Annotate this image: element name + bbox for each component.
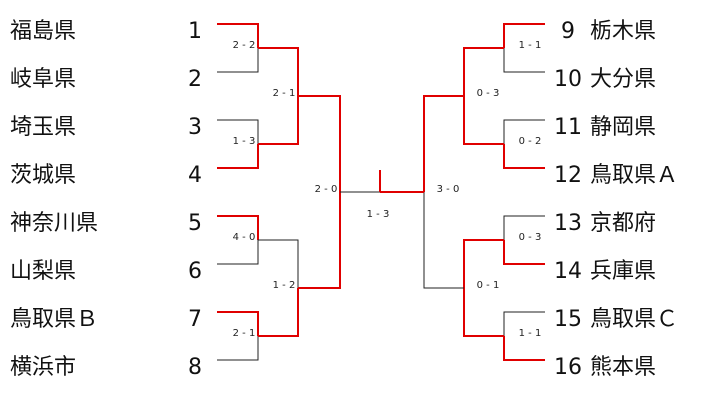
- left-r2b-bottom-line: [258, 288, 299, 337]
- left-r2b-score: 1 - 2: [273, 280, 296, 291]
- right-seed-9: 9: [561, 19, 575, 44]
- left-r1b-winner-line: [217, 144, 259, 169]
- left-semi-top-line: [298, 95, 341, 192]
- right-r1c-score: 0 - 3: [519, 232, 542, 243]
- right-r1c-winner-line: [503, 240, 545, 265]
- right-team-name-10: 大分県: [590, 67, 656, 92]
- right-semi-bottom-line: [423, 192, 464, 289]
- right-seed-11: 11: [554, 115, 582, 140]
- left-team-name-5: 神奈川県: [10, 211, 98, 236]
- right-r1a-score: 1 - 1: [519, 40, 542, 51]
- right-team-name-14: 兵庫県: [590, 259, 656, 284]
- right-semi-top-line: [423, 95, 464, 192]
- left-r2a-score: 2 - 1: [273, 88, 296, 99]
- left-semi-bottom-line: [298, 192, 341, 289]
- final-score: 1 - 3: [367, 209, 390, 220]
- right-r1d-winner-line: [503, 336, 545, 361]
- left-seed-5: 5: [188, 211, 202, 236]
- right-team-name-9: 栃木県: [590, 19, 656, 44]
- right-r2a-score: 0 - 3: [477, 88, 500, 99]
- right-r2b-bottom-line: [463, 288, 504, 337]
- right-team-name-11: 静岡県: [590, 115, 656, 140]
- right-seed-14: 14: [554, 259, 582, 284]
- left-team-name-2: 岐阜県: [10, 67, 76, 92]
- right-team-name-13: 京都府: [590, 211, 656, 236]
- left-team-name-1: 福島県: [10, 19, 76, 44]
- left-seed-8: 8: [188, 355, 202, 380]
- left-team-name-7: 鳥取県Ｂ: [10, 307, 98, 332]
- right-r1c-loser-line: [503, 215, 545, 240]
- right-semi-score: 3 - 0: [437, 184, 460, 195]
- left-r1d-loser-line: [217, 336, 259, 361]
- right-r2a-bottom-line: [463, 96, 504, 145]
- right-r2b-top-line: [463, 239, 504, 288]
- right-r1b-winner-line: [503, 144, 545, 169]
- left-seed-7: 7: [188, 307, 202, 332]
- left-semi-score: 2 - 0: [315, 184, 338, 195]
- left-seed-3: 3: [188, 115, 202, 140]
- left-r1b-score: 1 - 3: [233, 136, 256, 147]
- right-r1d-score: 1 - 1: [519, 328, 542, 339]
- right-r2a-top-line: [463, 47, 504, 96]
- left-r1a-score: 2 - 2: [233, 40, 256, 51]
- left-r1c-loser-line: [217, 240, 259, 265]
- right-team-name-16: 熊本県: [590, 355, 656, 380]
- right-seed-13: 13: [554, 211, 582, 236]
- left-r1d-score: 2 - 1: [233, 328, 256, 339]
- left-seed-2: 2: [188, 67, 202, 92]
- left-r2a-top-line: [258, 47, 299, 96]
- right-seed-10: 10: [554, 67, 582, 92]
- right-r2b-score: 0 - 1: [477, 280, 500, 291]
- left-r1c-score: 4 - 0: [233, 232, 256, 243]
- right-seed-15: 15: [554, 307, 582, 332]
- right-r1d-loser-line: [503, 311, 545, 336]
- left-r1a-loser-line: [217, 48, 259, 73]
- left-r1b-loser-line: [217, 119, 259, 144]
- left-team-name-3: 埼玉県: [10, 115, 76, 140]
- right-r1a-loser-line: [503, 48, 545, 73]
- right-r1a-winner-line: [503, 23, 545, 48]
- right-r1b-loser-line: [503, 119, 545, 144]
- left-team-name-4: 茨城県: [10, 163, 76, 188]
- right-seed-12: 12: [554, 163, 582, 188]
- right-team-name-15: 鳥取県Ｃ: [590, 307, 678, 332]
- left-seed-4: 4: [188, 163, 202, 188]
- left-r2b-top-line: [258, 239, 299, 288]
- right-r1b-score: 0 - 2: [519, 136, 542, 147]
- left-r1a-winner-line: [217, 23, 259, 48]
- right-team-name-12: 鳥取県Ａ: [590, 163, 678, 188]
- left-seed-6: 6: [188, 259, 202, 284]
- left-team-name-6: 山梨県: [10, 259, 76, 284]
- left-r1d-winner-line: [217, 311, 259, 336]
- left-r2a-bottom-line: [258, 96, 299, 145]
- right-seed-16: 16: [554, 355, 582, 380]
- left-r1c-winner-line: [217, 215, 259, 240]
- left-seed-1: 1: [188, 19, 202, 44]
- left-team-name-8: 横浜市: [10, 355, 76, 380]
